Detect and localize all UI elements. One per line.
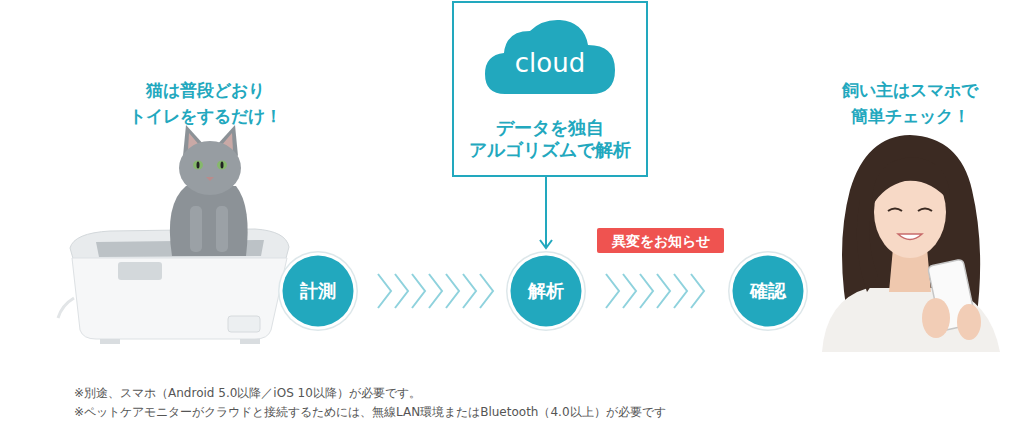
circle-ring bbox=[730, 253, 807, 330]
chevron bbox=[674, 274, 687, 308]
step-circle: 計測 bbox=[278, 251, 358, 331]
woman-part bbox=[888, 209, 902, 212]
chevron bbox=[691, 274, 704, 308]
cloud-fill bbox=[485, 20, 615, 94]
chevron bbox=[412, 274, 425, 308]
litter-box-front-part bbox=[58, 298, 74, 318]
cat-part bbox=[170, 186, 248, 256]
caption-text: 飼い主はスマホで 簡単チェック！ bbox=[842, 77, 978, 129]
circle-fill bbox=[733, 256, 804, 327]
circle-halo bbox=[506, 251, 586, 331]
woman-part bbox=[922, 298, 950, 338]
circle-ring bbox=[508, 253, 585, 330]
cat-part bbox=[179, 141, 241, 195]
node-text: 解析 bbox=[528, 280, 564, 302]
node-text: 計測 bbox=[300, 280, 336, 302]
circle-halo bbox=[278, 251, 358, 331]
cat-part bbox=[216, 206, 228, 252]
note-text: ※ペットケアモニターがクラウドと接続するためには、無線LAN環境またはBluet… bbox=[74, 404, 666, 420]
connector bbox=[540, 177, 552, 248]
cat-part bbox=[221, 162, 224, 169]
woman-part bbox=[857, 200, 878, 292]
step-circle: 解析 bbox=[506, 251, 586, 331]
connector bbox=[606, 274, 704, 308]
chevron bbox=[606, 274, 619, 308]
litter-box-front-part bbox=[100, 339, 120, 344]
chevron bbox=[395, 274, 408, 308]
circle-fill bbox=[511, 256, 582, 327]
chevron bbox=[480, 274, 493, 308]
chevron bbox=[623, 274, 636, 308]
cat-part bbox=[206, 177, 214, 181]
circle-ring bbox=[280, 253, 357, 330]
node-text: データを独自 アルゴリズムで解析 bbox=[469, 117, 631, 161]
cat bbox=[170, 125, 248, 256]
arrow-head bbox=[540, 240, 552, 248]
litter-box-front-part bbox=[228, 316, 260, 332]
cat-part bbox=[190, 206, 202, 252]
node-text: 異変をお知らせ bbox=[612, 232, 710, 250]
woman-part bbox=[822, 288, 1000, 352]
caption-text: 猫は普段どおり トイレをするだけ！ bbox=[129, 77, 282, 129]
chevron bbox=[378, 274, 391, 308]
litter-box-front-part bbox=[118, 262, 162, 280]
litter-box-front-part bbox=[72, 258, 287, 339]
note-text: ※別途、スマホ（Android 5.0以降／iOS 10以降）が必要です。 bbox=[74, 385, 421, 401]
cat-part bbox=[217, 161, 227, 170]
circle-halo bbox=[728, 251, 808, 331]
connector-line bbox=[545, 177, 547, 248]
node-text: 確認 bbox=[750, 280, 786, 302]
woman-part bbox=[918, 209, 932, 212]
chevron bbox=[657, 274, 670, 308]
cloud-panel: データを独自 アルゴリズムで解析 cloud bbox=[452, 1, 648, 177]
cloud-shape: cloud bbox=[483, 17, 617, 95]
node-text: cloud bbox=[515, 48, 585, 78]
woman-part bbox=[872, 157, 950, 206]
step-circle: 確認 bbox=[728, 251, 808, 331]
chevron bbox=[446, 274, 459, 308]
woman-part bbox=[957, 304, 981, 340]
litter-box-front-part bbox=[240, 339, 260, 344]
circle-fill bbox=[283, 256, 354, 327]
chevron bbox=[429, 274, 442, 308]
chevron bbox=[640, 274, 653, 308]
cat-part bbox=[193, 161, 203, 170]
cat-part bbox=[197, 162, 200, 169]
chevron bbox=[463, 274, 476, 308]
woman bbox=[822, 135, 1000, 352]
alert-badge: 異変をお知らせ bbox=[597, 228, 724, 253]
connector bbox=[378, 274, 493, 308]
woman-part bbox=[898, 234, 922, 240]
litter-box-front bbox=[58, 258, 287, 344]
